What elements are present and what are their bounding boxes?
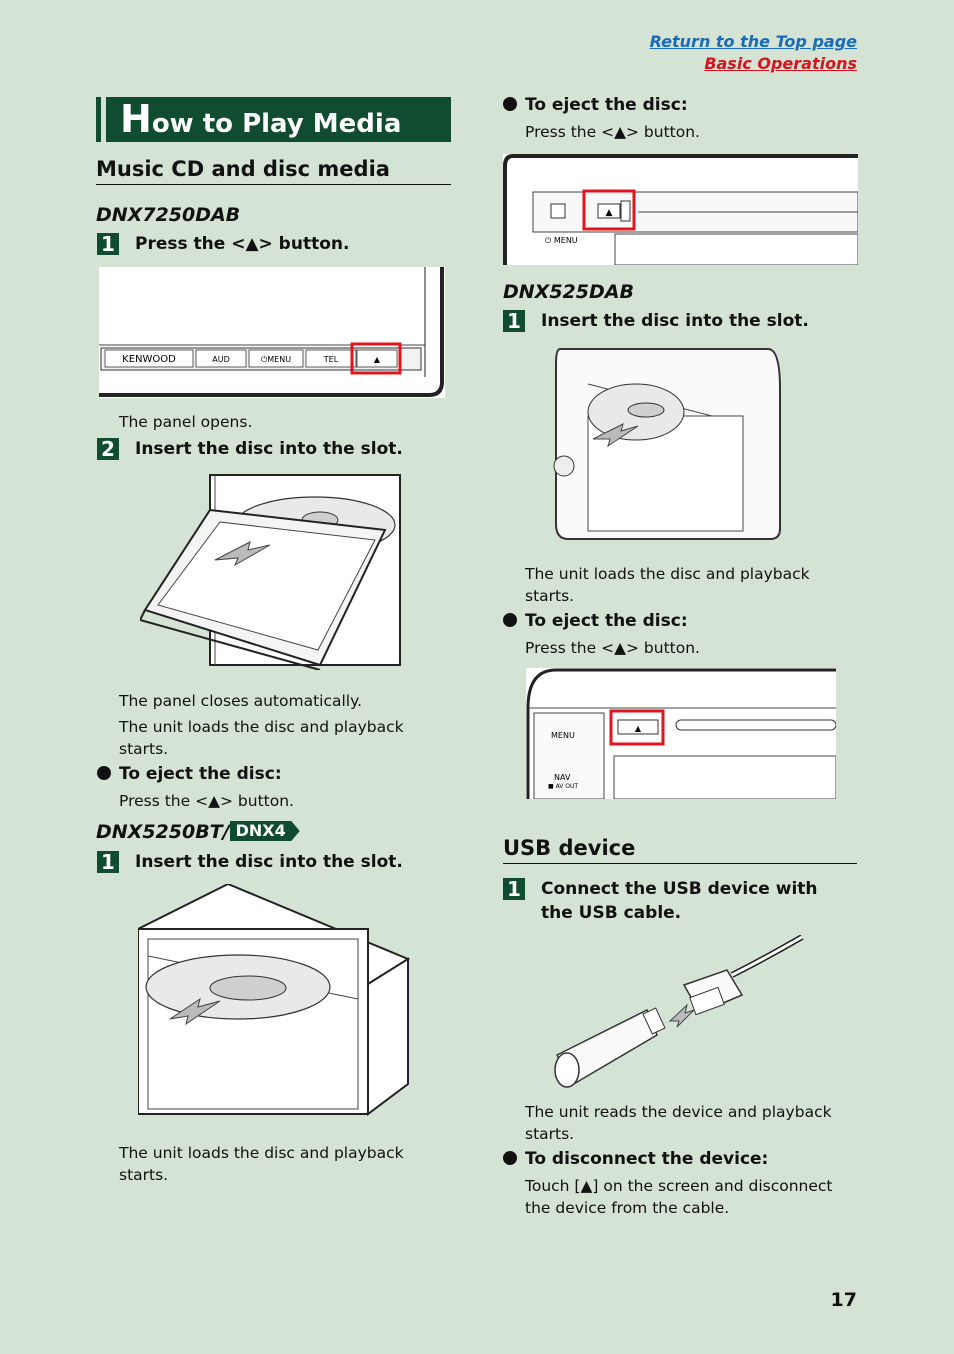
step-insert-disc: Insert the disc into the slot.: [135, 439, 403, 459]
dnx7250-panel-illustration: KENWOOD AUD ⏻MENU TEL ▲: [99, 267, 445, 398]
dnx7250-insert-illustration: [140, 474, 401, 670]
bullet-icon: [503, 613, 517, 627]
unit-loads-text: The unit loads the disc and playback sta…: [119, 718, 404, 758]
step-number: 1: [97, 851, 119, 873]
eject-heading-text: To eject the disc:: [525, 95, 688, 115]
dnx5250-eject-illustration: ▲ ⏻ MENU: [503, 154, 858, 265]
model-dnx525: DNX525DAB: [503, 281, 634, 303]
title-stripe: [96, 97, 101, 142]
panel-label-tel: TEL: [323, 355, 339, 364]
menu-label: ⏻ MENU: [545, 236, 578, 245]
eject-heading: To eject the disc:: [97, 764, 282, 784]
unit-loads-text: The unit loads the disc and playback sta…: [525, 565, 810, 605]
dnx525-eject-illustration: MENU NAV ■ AV OUT ▲: [526, 668, 836, 799]
step-number: 1: [503, 310, 525, 332]
eject-glyph: ▲: [635, 724, 642, 733]
panel-label-aud: AUD: [212, 355, 230, 364]
section-usb-heading: USB device: [503, 836, 857, 864]
usb-reads-text: The unit reads the device and playback s…: [525, 1103, 832, 1143]
panel-closes-text: The panel closes automatically.: [119, 692, 362, 710]
unit-loads-text: The unit loads the disc and playback sta…: [119, 1144, 404, 1184]
page-title-bar: How to Play Media: [96, 97, 451, 142]
top-page-link[interactable]: Return to the Top page: [649, 32, 857, 51]
btn-nav-label: NAV: [554, 773, 571, 782]
eject-instruction: Press the <▲> button.: [525, 123, 700, 141]
step-insert-disc: Insert the disc into the slot.: [135, 852, 403, 872]
eject-heading-text: To eject the disc:: [119, 764, 282, 784]
btn-menu-label: MENU: [551, 731, 575, 740]
step-insert-disc: Insert the disc into the slot.: [541, 311, 809, 331]
basic-operations-link[interactable]: Basic Operations: [704, 54, 857, 73]
eject-glyph: ▲: [606, 208, 613, 218]
bullet-icon: [503, 1151, 517, 1165]
section-music-heading: Music CD and disc media: [96, 157, 451, 185]
eject-instruction: Press the <▲> button.: [525, 639, 700, 657]
disconnect-heading: To disconnect the device:: [503, 1149, 768, 1169]
dnx525-insert-illustration: [553, 348, 781, 540]
page-title: How to Play Media: [106, 97, 451, 142]
model-dnx5250: DNX5250BT/DNX4: [96, 821, 300, 843]
title-initial: H: [120, 97, 152, 141]
disconnect-heading-text: To disconnect the device:: [525, 1149, 769, 1169]
panel-opens-text: The panel opens.: [119, 413, 253, 431]
title-rest: ow to Play Media: [151, 109, 402, 139]
bullet-icon: [97, 766, 111, 780]
disconnect-instruction: Touch [▲] on the screen and disconnect t…: [525, 1177, 833, 1217]
page-number: 17: [830, 1289, 857, 1311]
step-number: 2: [97, 438, 119, 460]
panel-label-kenwood: KENWOOD: [122, 354, 176, 365]
usb-illustration: [554, 935, 804, 1088]
eject-instruction: Press the <▲> button.: [119, 792, 294, 810]
model-dnx7250: DNX7250DAB: [96, 204, 241, 226]
step-press-eject: Press the <▲> button.: [135, 234, 350, 254]
step-number: 1: [503, 878, 525, 900]
eject-heading-text: To eject the disc:: [525, 611, 688, 631]
dnx5250-insert-illustration: [138, 884, 411, 1116]
model-dnx5250-text: DNX5250BT/: [96, 821, 230, 843]
bullet-icon: [503, 97, 517, 111]
eject-heading: To eject the disc:: [503, 611, 688, 631]
eject-heading: To eject the disc:: [503, 95, 688, 115]
panel-label-menu: ⏻MENU: [261, 355, 291, 364]
panel-label-eject: ▲: [374, 355, 381, 364]
dnx4-badge: DNX4: [229, 821, 300, 841]
btn-avout-label: ■ AV OUT: [548, 783, 578, 790]
step-number: 1: [97, 233, 119, 255]
step-connect-usb: Connect the USB device with the USB cabl…: [541, 879, 818, 923]
